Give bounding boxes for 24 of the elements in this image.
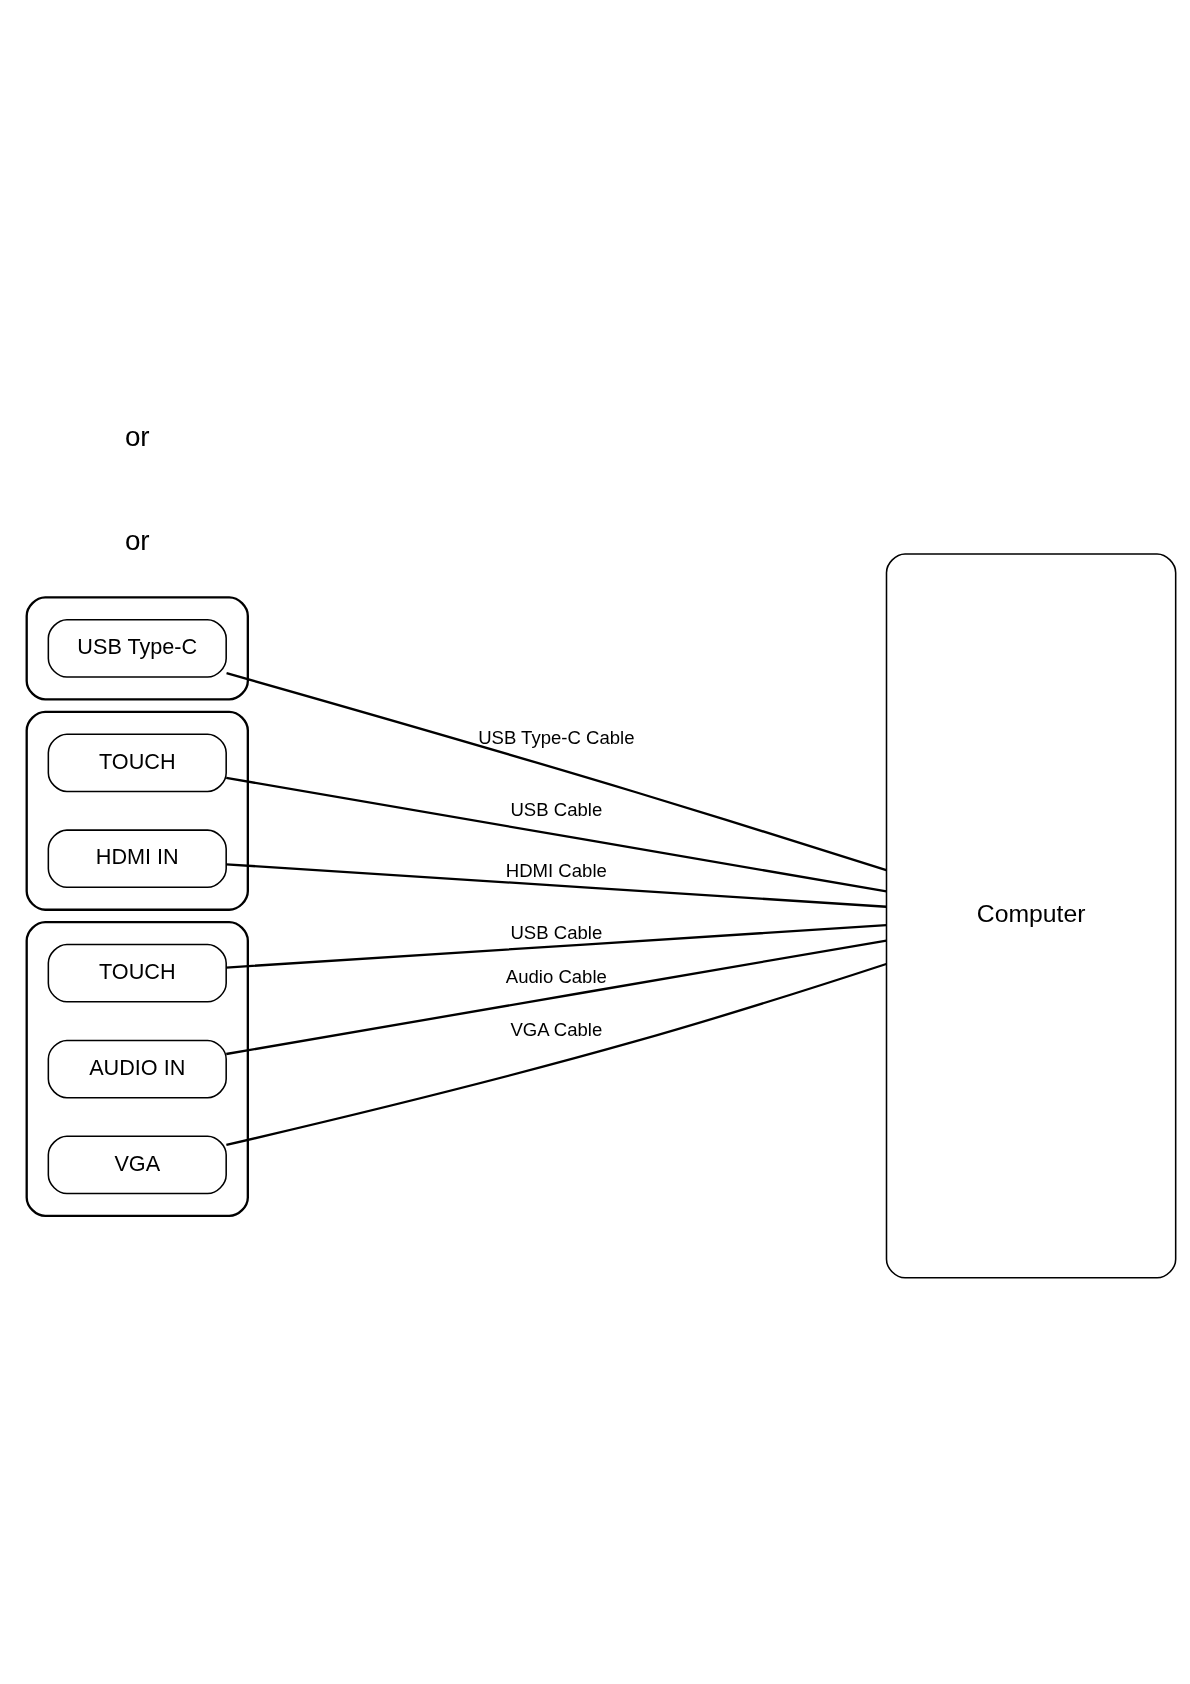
cluster: [25, 920, 249, 1217]
connector: [226, 962, 887, 1146]
connector: [226, 671, 887, 871]
label: or: [124, 524, 150, 556]
connector: [226, 776, 887, 892]
cluster: [25, 595, 249, 701]
edge-label: USB Type-C Cable: [478, 726, 635, 748]
node-box: Computer: [885, 552, 1177, 1279]
edge-label: HDMI Cable: [505, 859, 607, 881]
node-box: HDMI IN: [47, 828, 227, 888]
node-box: VGA: [47, 1135, 227, 1194]
edge-label: Audio Cable: [505, 965, 607, 987]
node-box: TOUCH: [47, 943, 227, 1003]
edge-label: VGA Cable: [510, 1018, 603, 1040]
node-box: AUDIO IN: [47, 1039, 227, 1098]
cluster: [25, 710, 249, 911]
node-box: TOUCH: [47, 732, 227, 792]
connector: [226, 862, 887, 908]
label: or: [124, 420, 150, 452]
edge-label: USB Cable: [510, 921, 603, 943]
connector: [226, 923, 887, 969]
edge-label: USB Cable: [510, 798, 603, 820]
connector: [226, 938, 887, 1055]
node-box: USB Type-C: [47, 618, 227, 678]
